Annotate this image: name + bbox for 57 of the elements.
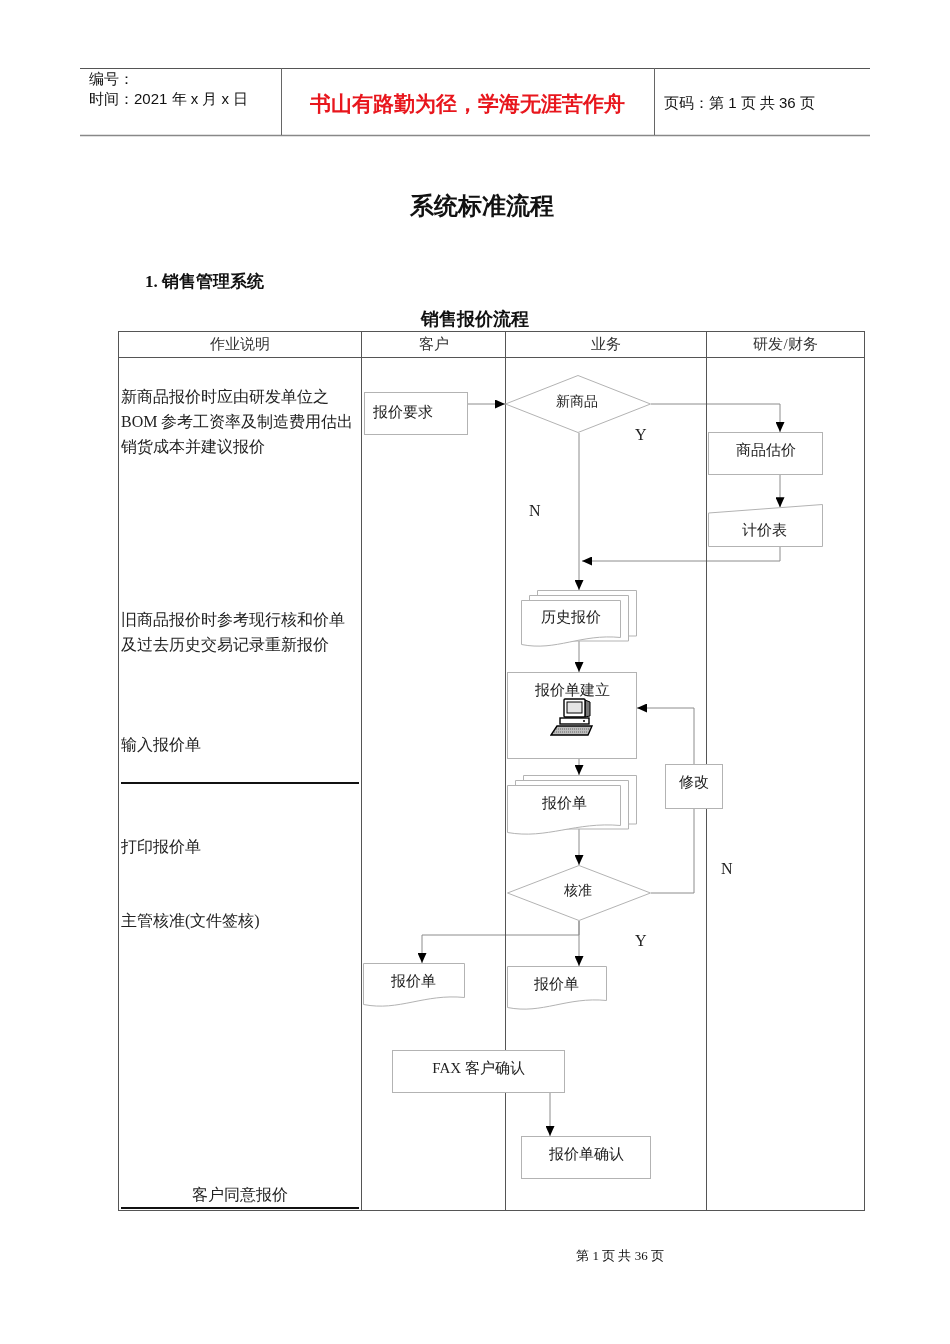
multi-document-shape [521,590,637,648]
arrow [574,758,584,776]
node-text: 报价要求 [373,403,433,421]
process-box [507,672,637,759]
lane-header: 研发/财务 [707,332,864,358]
process-box [521,1136,651,1179]
date-label: 时间：2021 年 x 月 x 日 [89,90,249,108]
section-heading: 1. 销售管理系统 [145,272,264,293]
arrow [636,703,695,765]
document-shape [507,966,607,1011]
step-description: 旧商品报价时参考现行核和价单及过去历史交易记录重新报价 [121,610,346,655]
node-text: 商品估价 [735,441,796,459]
node-text: 报价单 [541,794,587,812]
document-shape [363,963,465,1008]
arrow [574,640,584,673]
node-text: 报价单确认 [548,1145,624,1163]
process-box [708,432,823,475]
swimlane [118,331,362,1211]
step-description: 主管核准(文件签核) [121,911,261,932]
document-number-label: 编号： [89,70,134,88]
node-text: 核准 [564,883,592,900]
lane-header: 业务 [506,332,706,358]
node-text: FAX 客户确认 [432,1059,525,1077]
motto-text: 书山有路勤为径，学海无涯苦作舟 [309,91,625,117]
lane-header: 作业说明 [119,332,361,358]
page-title: 系统标准流程 [410,192,554,221]
page-number-label: 页码：第 1 页 共 36 页 [664,94,815,112]
arrow [545,1092,555,1137]
swimlane [706,331,865,1211]
step-description: 新商品报价时应由研发单位之BOM 参考工资率及制造费用估出销货成本并建议报价 [121,387,355,457]
node-text: 修改 [679,773,709,791]
arrow [650,403,785,433]
step-description: 打印报价单 [121,837,202,857]
multi-document-shape [507,775,637,836]
process-box [665,764,723,809]
arrow [574,432,584,591]
arrow [775,474,785,508]
step-description: 客户同意报价 [191,1185,289,1205]
arrow [467,399,506,409]
node-text: 报价单建立 [534,681,610,699]
page-footer: 第 1 页 共 36 页 [576,1248,664,1264]
connector-line [650,808,695,894]
manual-input-shape [708,504,823,547]
step-description: 输入报价单 [121,735,202,755]
node-text: 新商品 [556,394,598,411]
lane-header: 客户 [362,332,505,358]
flowchart-heading: 销售报价流程 [421,309,529,331]
process-box [364,392,468,435]
node-text: 历史报价 [541,608,601,626]
node-text: 报价单 [533,975,579,993]
arrow [581,546,781,566]
decision-diamond [507,865,651,921]
node-text: 计价表 [742,521,787,539]
arrow [574,828,584,866]
process-box [392,1050,565,1093]
arrow [417,920,580,964]
node-text: 报价单 [390,972,436,990]
